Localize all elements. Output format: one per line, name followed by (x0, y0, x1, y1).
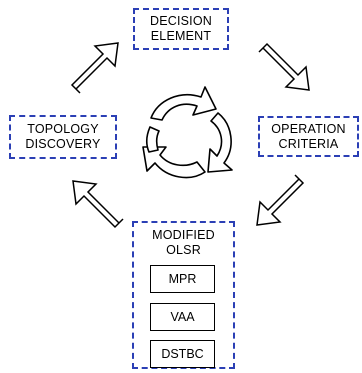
mpr-component: MPR (150, 265, 215, 293)
cycle-arrow-inner (146, 126, 160, 153)
operation-criteria-node: OPERATION CRITERIA (258, 116, 359, 157)
vaa-component: VAA (150, 303, 215, 331)
decision-element-node: DECISION ELEMENT (133, 8, 229, 50)
topology-discovery-node: TOPOLOGY DISCOVERY (9, 115, 117, 159)
dstbc-component: DSTBC (150, 340, 215, 368)
modified-olsr-node: MODIFIED OLSR MPR VAA DSTBC (132, 221, 235, 369)
arrow-olsr-to-topology (72, 180, 124, 229)
cycle-arrow-top (150, 86, 217, 121)
cycle-arrow-right (207, 112, 233, 173)
cycle-icon (142, 86, 233, 179)
topology-discovery-label: TOPOLOGY DISCOVERY (25, 122, 101, 151)
modified-olsr-label: MODIFIED OLSR (152, 228, 215, 257)
arrow-topology-to-decision (70, 42, 119, 94)
arrow-operation-to-olsr (256, 174, 305, 226)
decision-element-label: DECISION ELEMENT (149, 14, 213, 43)
arrow-decision-to-operation (258, 42, 310, 91)
operation-criteria-label: OPERATION CRITERIA (271, 122, 346, 151)
